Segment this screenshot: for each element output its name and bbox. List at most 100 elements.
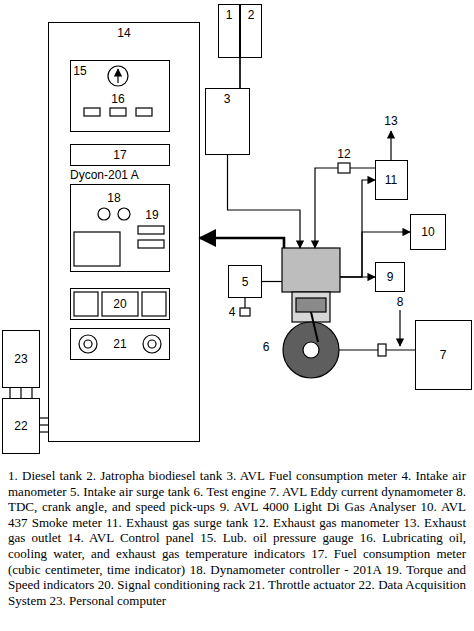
actuator-box: 21	[70, 328, 170, 360]
callout-number: 4	[229, 305, 236, 319]
tank-box: 1	[218, 4, 240, 58]
surge-tank-box: 5	[228, 265, 262, 298]
callout-number: 17	[113, 148, 126, 162]
callout-number: 18	[107, 191, 120, 205]
actuator-dial	[148, 340, 156, 348]
callout-number: 6	[263, 340, 270, 354]
key-item: 20. Signal conditioning rack	[98, 577, 246, 592]
rack-cell	[74, 292, 98, 316]
manometer-symbol	[240, 308, 250, 316]
callout-number: 8	[397, 295, 404, 309]
piston	[296, 298, 326, 312]
exhaust-outlet-arrow	[390, 131, 391, 160]
smoke-meter-box: 10	[410, 214, 446, 250]
crankcase	[283, 322, 339, 378]
key-item: 21. Throttle actuator	[249, 577, 355, 592]
cylinder-head	[282, 248, 340, 292]
key-item: 2. Jatropha biodiesel tank	[86, 468, 222, 483]
connector	[200, 238, 284, 248]
callout-number: 19	[145, 208, 158, 222]
indicator	[136, 108, 152, 116]
connector	[339, 349, 415, 350]
indicator	[138, 240, 164, 248]
meter-box: 17	[70, 144, 170, 166]
controller-knob	[98, 208, 110, 220]
connector	[20, 388, 21, 398]
actuator-dial	[79, 335, 97, 353]
key-item: 7. AVL Eddy current dynamometer	[270, 484, 453, 499]
controller-knob	[118, 208, 130, 220]
meter-box: 3	[205, 88, 250, 155]
indicator	[84, 108, 100, 116]
rack-cell	[102, 292, 138, 316]
actuator-dial	[84, 340, 92, 348]
callout-number: 13	[384, 114, 397, 128]
pressure-gauge	[108, 66, 128, 86]
pickup-leader	[399, 310, 400, 346]
key-item: 9. AVL 4000 Light Di Gas Analyser	[220, 499, 416, 514]
key-item: 14. AVL Control panel	[67, 530, 194, 545]
callout-number: 11	[385, 173, 397, 187]
control-panel: 14151617Dycon-201 A18192021	[48, 22, 200, 442]
callout-number: 3	[224, 92, 231, 106]
key-item: 18. Dynamometer controller - 201A	[190, 562, 382, 577]
analyser-box: 9	[375, 262, 405, 292]
data-bus	[40, 431, 48, 432]
connecting-rod	[311, 312, 318, 342]
callout-number: 14	[117, 26, 130, 40]
computer-box: 23	[2, 330, 40, 388]
tank-box: 2	[240, 4, 262, 58]
data-bus	[40, 417, 48, 418]
callout-number: 16	[111, 92, 124, 106]
callout-number: 23	[14, 352, 27, 366]
callout-number: 7	[440, 348, 447, 362]
manometer-symbol	[338, 163, 350, 173]
daq-box: 22	[2, 398, 40, 454]
connector	[40, 424, 48, 425]
callout-number: 12	[337, 147, 350, 161]
connector	[228, 155, 301, 248]
callout-number: 10	[421, 225, 434, 239]
test-engine: 6	[256, 248, 362, 388]
controller-screen	[74, 232, 120, 266]
cable	[31, 388, 32, 398]
surge-tank-box: 11	[375, 160, 408, 200]
callout-number: 21	[113, 337, 126, 351]
key-item: 12. Exhaust gas manometer	[253, 515, 400, 530]
callout-number: 2	[248, 8, 255, 22]
gauge-box: 1516	[70, 60, 170, 132]
cable	[9, 388, 10, 398]
indicator	[110, 108, 126, 116]
rack-cell	[142, 292, 166, 316]
connector	[340, 180, 375, 277]
key-item: 23. Personal computer	[50, 593, 167, 608]
callout-number: 9	[387, 270, 394, 284]
callout-number: 20	[113, 297, 126, 311]
crankshaft	[303, 342, 319, 358]
device-name: Dycon-201 A	[70, 168, 139, 182]
key-item: 6. Test engine	[194, 484, 267, 499]
indicator	[138, 226, 164, 234]
key-item: 1. Diesel tank	[8, 468, 82, 483]
callout-number: 15	[73, 64, 86, 78]
actuator-dial	[143, 335, 161, 353]
key-item: 5. Intake air surge tank	[70, 484, 190, 499]
connector	[315, 168, 375, 248]
connector	[239, 58, 240, 88]
manometer-tap	[244, 298, 245, 308]
dynamometer-box: 7	[415, 320, 472, 390]
connector	[340, 276, 375, 277]
key-item: 15. Lub. oil pressure gauge	[200, 530, 353, 545]
callout-number: 5	[242, 275, 249, 289]
key-item: 11. Exhaust gas surge tank	[106, 515, 248, 530]
gauge-needle	[117, 69, 118, 83]
connector	[239, 58, 240, 88]
shaft-coupling	[378, 344, 386, 356]
callout-number: 1	[226, 8, 233, 22]
key-text: 1. Diesel tank 2. Jatropha biodiesel tan…	[8, 468, 466, 608]
rack-box: 20	[70, 288, 170, 320]
connector	[262, 281, 282, 282]
key-item: 3. AVL Fuel consumption meter	[227, 468, 398, 483]
controller-group: Dycon-201 A 18 19	[68, 166, 172, 274]
callout-number: 22	[14, 419, 27, 433]
